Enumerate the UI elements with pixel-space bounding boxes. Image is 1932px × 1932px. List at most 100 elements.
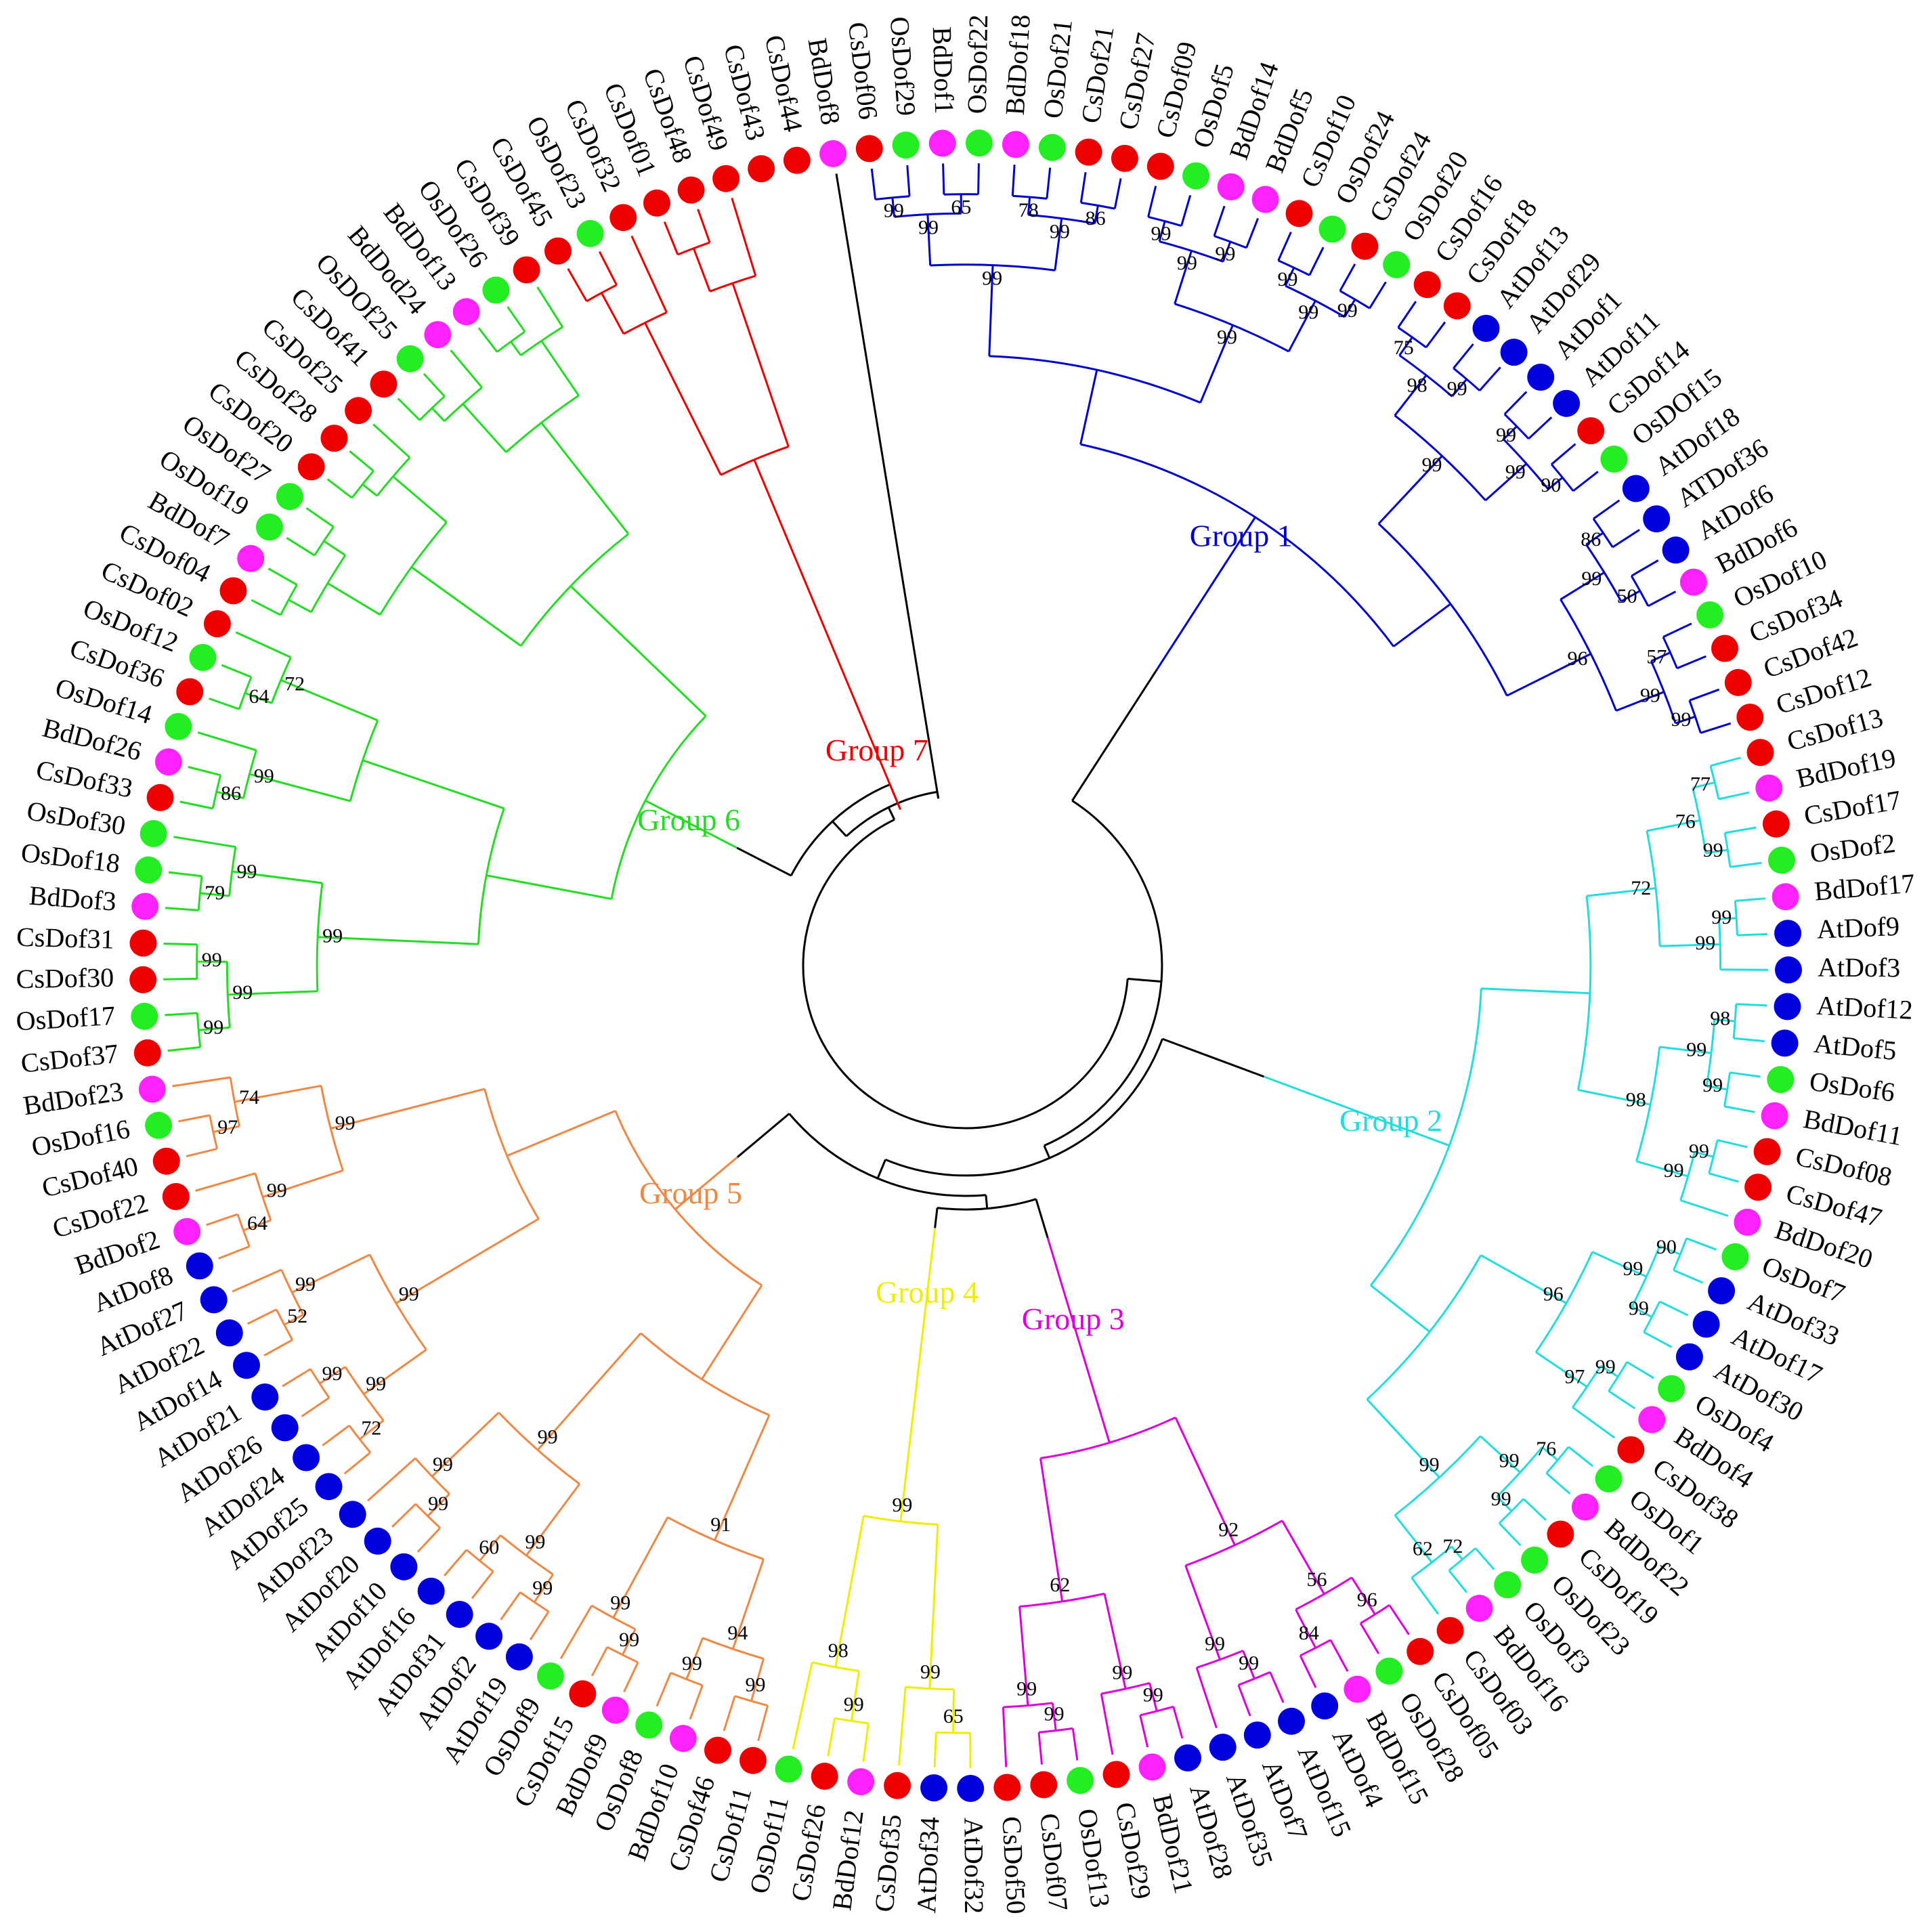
branch-line — [410, 566, 522, 647]
leaf-marker — [1547, 1520, 1574, 1548]
leaf-marker — [847, 1768, 875, 1796]
leaf-label: OsDof2 — [1808, 828, 1897, 869]
branch-line — [301, 1396, 330, 1417]
backbone-line — [736, 1113, 790, 1158]
bootstrap-value: 98 — [828, 1639, 849, 1662]
leaf-marker — [271, 1414, 299, 1442]
bootstrap-value: 99 — [1496, 424, 1516, 446]
branch-line — [359, 1419, 385, 1440]
leaf-marker — [1595, 1465, 1623, 1493]
leaf-marker — [1111, 144, 1138, 172]
branch-line — [1339, 263, 1356, 292]
leaf-marker — [1102, 1761, 1130, 1788]
branch-line — [928, 1524, 939, 1689]
branch-line — [349, 450, 374, 472]
branch-line — [1478, 366, 1501, 391]
leaf-label: CsDof50 — [996, 1816, 1031, 1915]
leaf-label: OsDof13 — [1072, 1807, 1116, 1910]
bootstrap-value: 99 — [1112, 1661, 1132, 1683]
branch-line — [926, 214, 932, 266]
leaf-marker — [537, 1662, 564, 1690]
bootstrap-value: 99 — [1689, 1140, 1709, 1163]
branch-line — [1692, 781, 1715, 789]
bootstrap-value: 99 — [1447, 378, 1467, 400]
leaf-marker — [364, 1527, 391, 1555]
leaf-marker — [1772, 883, 1799, 911]
leaf-marker — [1217, 173, 1245, 200]
leaf-marker — [635, 1711, 663, 1739]
bootstrap-value: 99 — [1499, 1449, 1520, 1472]
branch-line — [1199, 324, 1234, 404]
branch-line — [1237, 1684, 1251, 1717]
bootstrap-value: 99 — [322, 925, 343, 947]
group-stem — [645, 799, 737, 849]
backbone-arc — [845, 790, 938, 838]
branch-line — [1631, 559, 1659, 577]
leaf-marker — [138, 1075, 166, 1103]
branch-line — [319, 1366, 346, 1385]
leaf-marker — [1553, 389, 1581, 417]
group-label: Group 1 — [1190, 518, 1293, 553]
leaf-marker — [276, 483, 303, 511]
leaf-marker — [855, 135, 883, 163]
branch-line — [1071, 1728, 1079, 1761]
branch-line — [1484, 463, 1528, 502]
branch-line — [1608, 1390, 1636, 1410]
branch-line — [1572, 1406, 1616, 1439]
leaf-marker — [569, 1680, 597, 1708]
branch-line — [1329, 1639, 1349, 1672]
branch-line — [172, 1076, 231, 1088]
group-stem — [1263, 1075, 1450, 1147]
tree-backbone — [736, 173, 1265, 1239]
leaf-marker — [1436, 1616, 1464, 1644]
bootstrap-value: 72 — [1442, 1535, 1463, 1558]
branch-line — [397, 398, 421, 421]
leaf-marker — [233, 1352, 260, 1379]
branch-line — [906, 165, 911, 196]
branch-line — [1451, 1545, 1463, 1560]
bootstrap-value: 99 — [1044, 1703, 1065, 1725]
bootstrap-value: 99 — [1239, 1652, 1259, 1675]
leaf-label: AtDof32 — [958, 1818, 989, 1914]
leaf-label: CsDof26 — [785, 1802, 832, 1904]
bootstrap-value: 79 — [205, 882, 225, 904]
leaf-marker — [417, 1577, 445, 1605]
leaf-label: CsDof35 — [869, 1813, 907, 1913]
bootstrap-value: 99 — [920, 1661, 941, 1683]
branch-line — [234, 1084, 322, 1103]
leaf-marker — [1465, 1595, 1493, 1622]
leaf-marker — [1762, 810, 1790, 838]
branch-line — [165, 907, 199, 911]
branch-line — [1528, 416, 1553, 439]
branch-line — [731, 282, 790, 448]
branch-line — [395, 1218, 540, 1304]
leaf-marker — [129, 966, 157, 993]
leaf-marker — [1775, 956, 1802, 984]
bootstrap-value: 86 — [221, 782, 241, 804]
leaf-marker — [1571, 1493, 1599, 1521]
branch-line — [251, 599, 282, 616]
branch-line — [305, 507, 335, 528]
leaf-marker — [131, 893, 159, 920]
bootstrap-value: 99 — [918, 216, 939, 238]
branch-line — [326, 478, 353, 499]
branch-line — [1284, 267, 1295, 286]
branch-line — [1551, 443, 1576, 465]
branch-line — [1578, 1089, 1651, 1106]
branch-line — [1308, 246, 1325, 276]
branch-line — [1370, 1284, 1431, 1333]
branch-arc — [1339, 290, 1371, 309]
leaf-marker — [1675, 1343, 1703, 1371]
backbone-arc — [884, 1038, 1163, 1177]
bootstrap-value: 99 — [532, 1577, 553, 1600]
branch-line — [362, 759, 505, 810]
bootstrap-value: 99 — [1205, 1633, 1225, 1655]
leaf-marker — [446, 1601, 473, 1628]
leaf-marker — [1521, 1546, 1549, 1574]
leaf-marker — [1708, 1277, 1736, 1305]
branch-line — [701, 1285, 763, 1380]
branch-line — [1269, 1671, 1285, 1703]
leaf-label: CsDof31 — [16, 922, 115, 955]
leaf-marker — [505, 1643, 533, 1671]
branch-line — [1213, 205, 1226, 236]
